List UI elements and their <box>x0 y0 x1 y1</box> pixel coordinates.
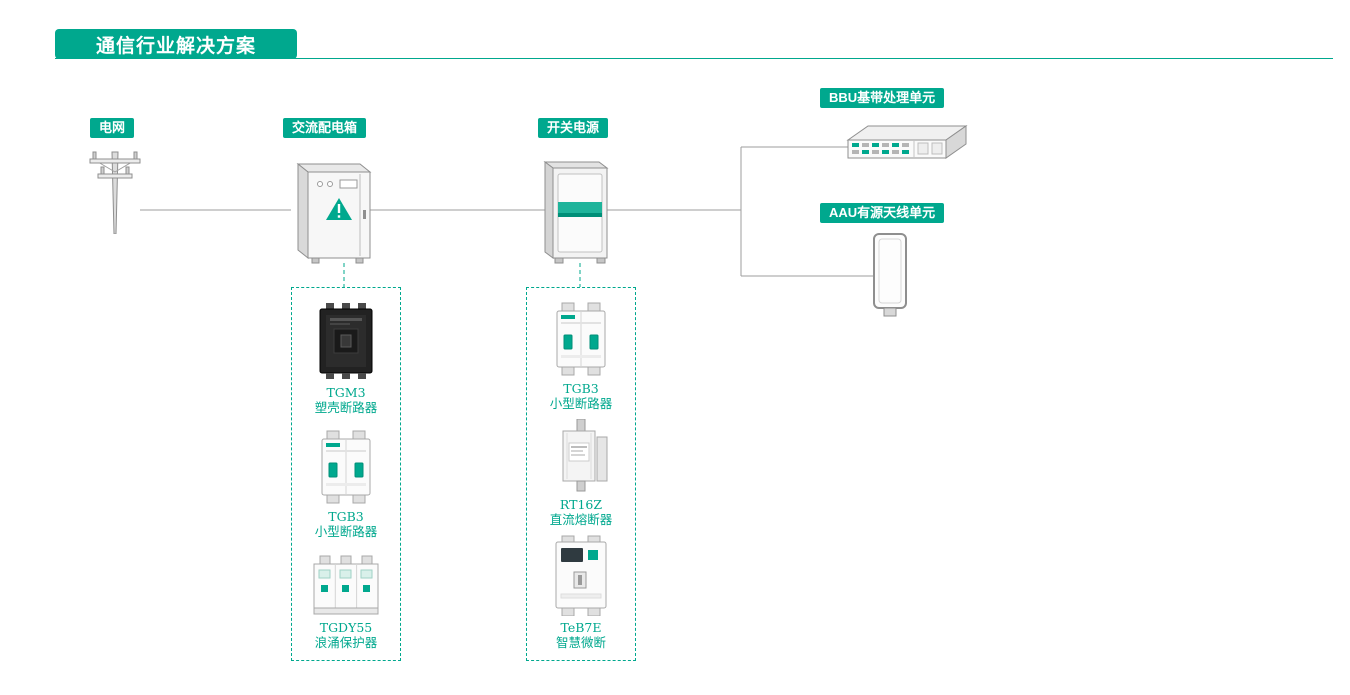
rt16z-dc-fuse-image <box>562 418 608 491</box>
product-model: RT16Z <box>559 496 603 512</box>
product-model: TGB3 <box>563 381 599 396</box>
page-title-text: 通信行业解决方案 <box>95 35 256 57</box>
tgm3-molded-case-breaker-image <box>319 303 373 379</box>
product-item: TGB3 小型断路器 <box>550 301 613 411</box>
teb7e-smart-breaker-image <box>555 535 607 616</box>
power-grid-pole-icon <box>89 151 141 234</box>
product-item: RT16Z 直流熔断器 <box>550 418 613 527</box>
product-caption: TeB7E 智慧微断 <box>556 620 606 650</box>
product-name: 浪涌保护器 <box>314 635 378 650</box>
product-item: TeB7E 智慧微断 <box>552 534 610 650</box>
product-item: TGM3 塑壳断路器 <box>315 301 378 415</box>
product-caption: TGB3 小型断路器 <box>550 381 613 411</box>
switching-power-products-group: TGB3 小型断路器 RT16Z 直流熔断器 <box>526 287 636 661</box>
product-name: 智慧微断 <box>555 635 606 650</box>
label-bbu: BBU基带处理单元 <box>820 88 945 108</box>
ac-distribution-cabinet-icon <box>296 162 372 264</box>
switching-power-cabinet-icon <box>543 161 609 264</box>
product-name: 塑壳断路器 <box>314 400 378 415</box>
product-caption: TGDY55 浪涌保护器 <box>315 620 378 650</box>
ac-box-products-group: TGM3 塑壳断路器 TGB3 小型断路器 <box>291 287 401 661</box>
product-item: TGDY55 浪涌保护器 <box>312 552 380 650</box>
tgb3-miniature-breaker-image <box>321 430 371 503</box>
page-title: 通信行业解决方案 <box>55 29 297 59</box>
label-aau: AAU有源天线单元 <box>820 203 945 223</box>
label-ac-distribution-box: 交流配电箱 <box>283 118 367 138</box>
product-caption: TGM3 塑壳断路器 <box>315 385 378 415</box>
product-name: 直流熔断器 <box>549 511 613 527</box>
tgdy55-surge-protector-image <box>313 555 379 615</box>
product-model: TGDY55 <box>319 620 373 635</box>
product-name: 小型断路器 <box>549 396 613 411</box>
product-item: TGB3 小型断路器 <box>315 429 378 539</box>
product-name: 小型断路器 <box>314 523 378 539</box>
product-caption: TGB3 小型断路器 <box>315 509 378 539</box>
product-model: TeB7E <box>560 620 602 635</box>
bbu-device-icon <box>846 125 968 159</box>
label-power-grid: 电网 <box>90 118 135 138</box>
product-model: TGB3 <box>328 508 364 524</box>
product-model: TGM3 <box>326 385 366 400</box>
tgb3-miniature-breaker-image <box>556 302 606 376</box>
aau-device-icon <box>873 233 907 317</box>
title-underline <box>55 58 1333 59</box>
product-caption: RT16Z 直流熔断器 <box>550 497 613 527</box>
label-switching-power: 开关电源 <box>538 118 609 138</box>
